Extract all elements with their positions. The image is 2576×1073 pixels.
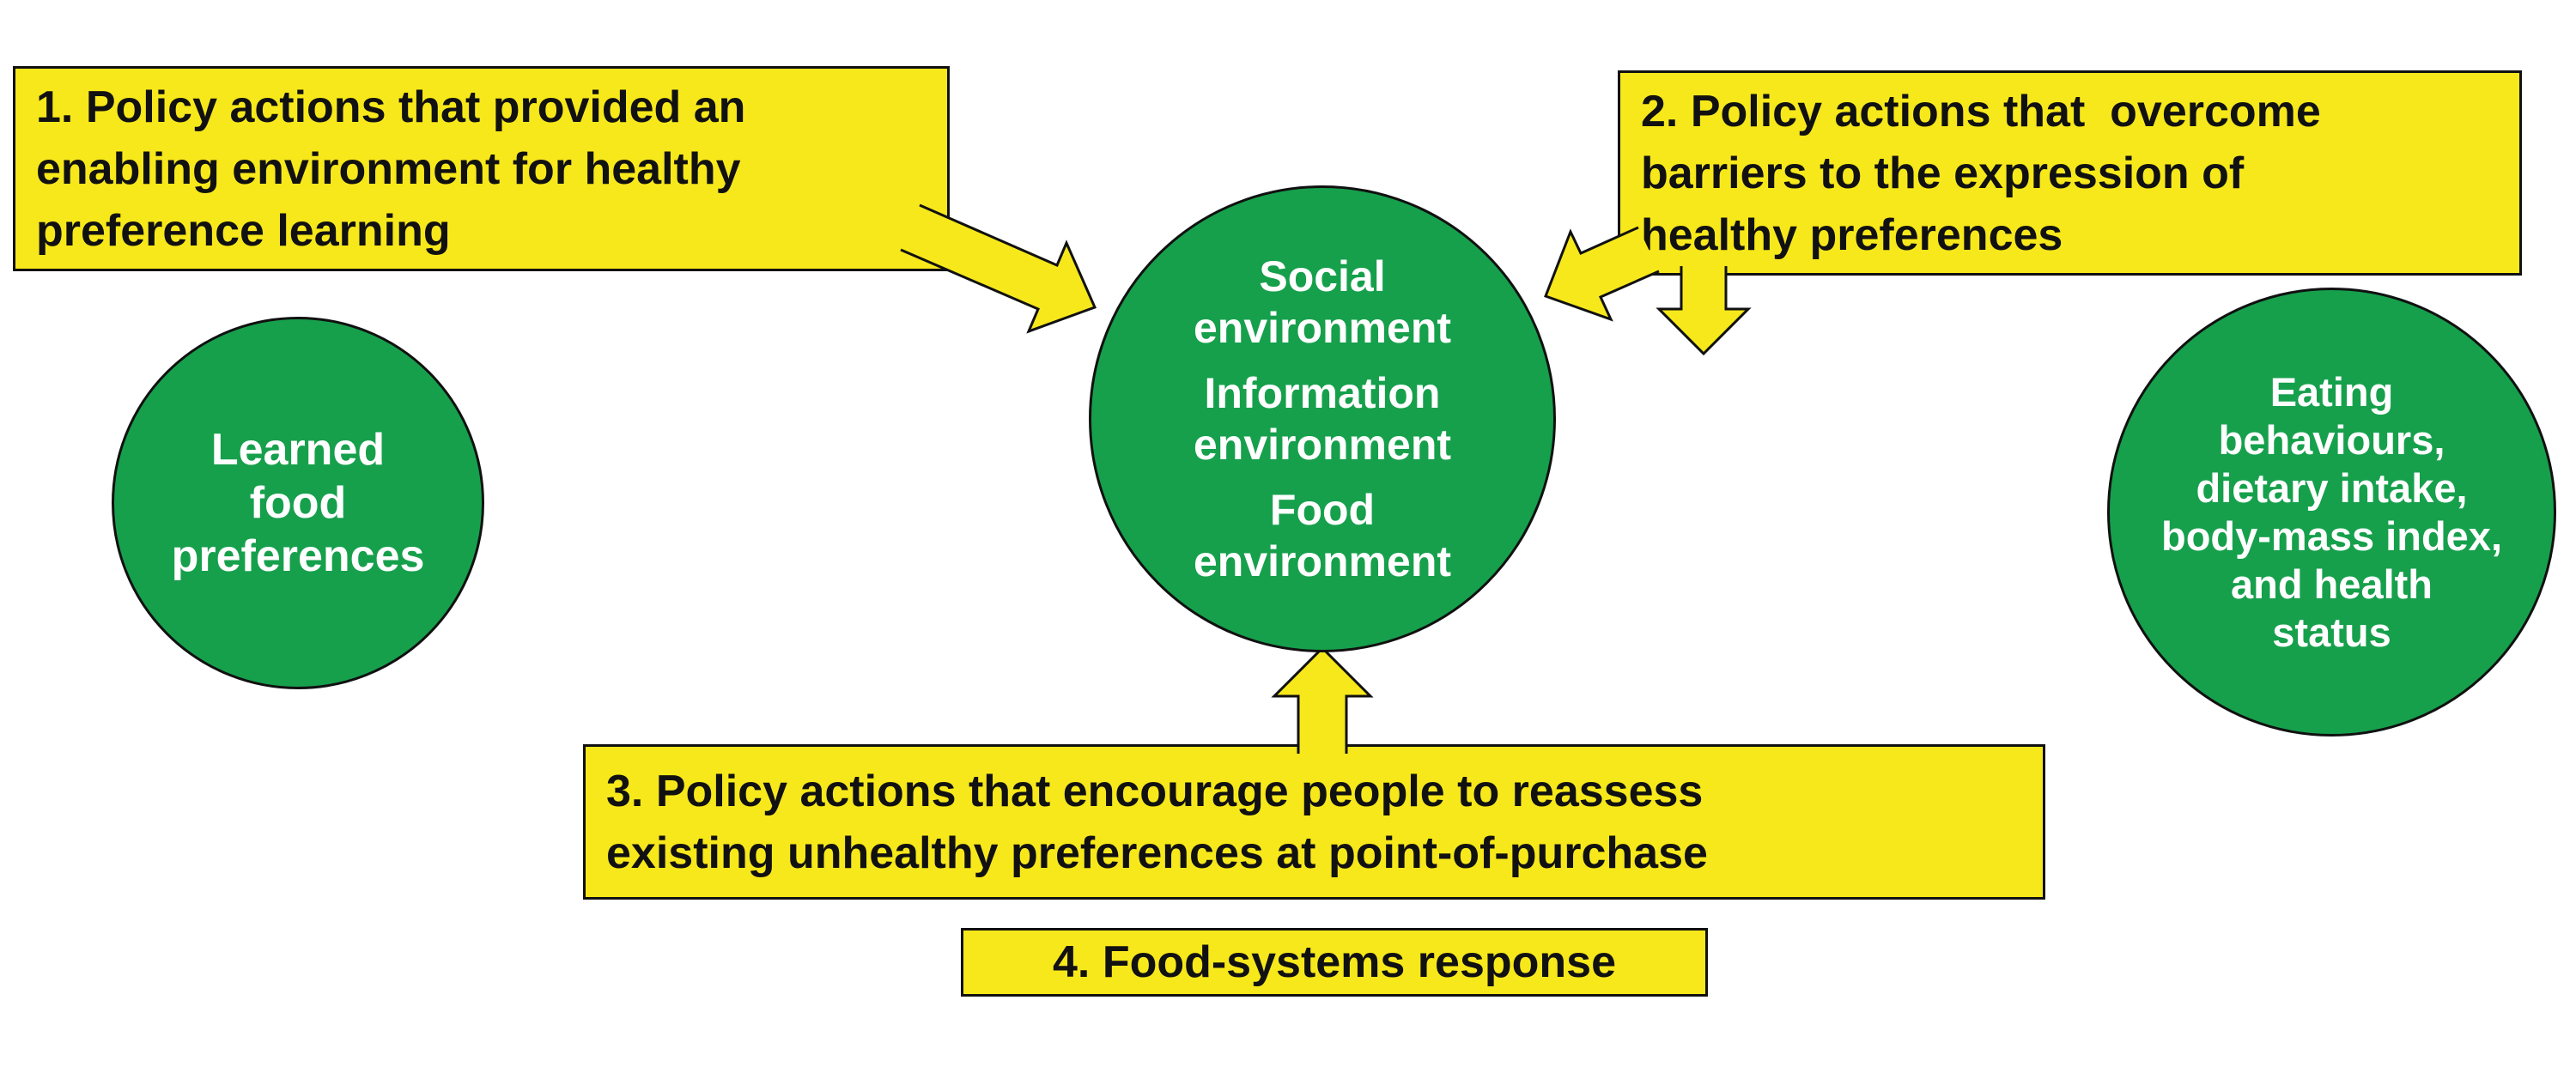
- policy-box-1: 1. Policy actions that provided an enabl…: [13, 66, 950, 271]
- health-outcomes-circle: Eating behaviours, dietary intake, body-…: [2107, 288, 2556, 737]
- arrow-box2-down-icon: [1656, 266, 1752, 356]
- information-environment-label: Information environment: [1193, 369, 1452, 469]
- environments-circle: Social environment Information environme…: [1089, 185, 1556, 652]
- policy-box-4-food-systems-response: 4. Food-systems response: [961, 928, 1708, 997]
- food-environment-label: Food environment: [1193, 486, 1452, 585]
- policy-box-3: 3. Policy actions that encourage people …: [583, 744, 2045, 900]
- social-environment-label: Social environment: [1193, 252, 1452, 352]
- health-outcomes-label: Eating behaviours, dietary intake, body-…: [2161, 368, 2502, 655]
- policy-box-1-label: 1. Policy actions that provided an enabl…: [36, 82, 746, 256]
- learned-food-preferences-label: Learned food preferences: [171, 425, 425, 581]
- policy-box-3-label: 3. Policy actions that encourage people …: [606, 766, 1708, 878]
- learned-food-preferences-circle: Learned food preferences: [112, 317, 484, 689]
- arrow-box3-up-icon: [1271, 646, 1374, 754]
- policy-box-4-label: 4. Food-systems response: [1053, 937, 1616, 987]
- policy-box-2: 2. Policy actions that overcome barriers…: [1618, 70, 2522, 276]
- policy-box-2-label: 2. Policy actions that overcome barriers…: [1641, 86, 2321, 260]
